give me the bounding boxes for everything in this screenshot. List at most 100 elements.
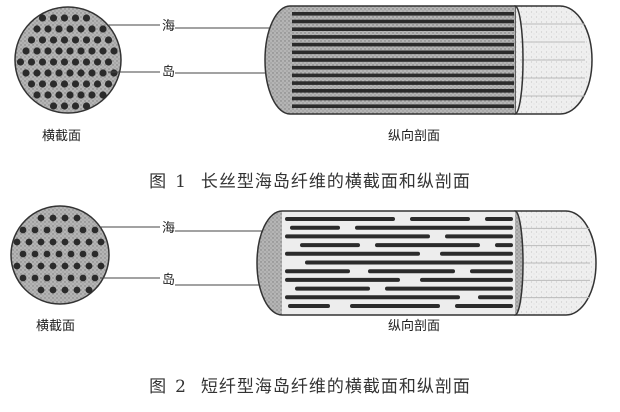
- island-staple: [440, 251, 513, 256]
- island-staple: [385, 286, 513, 291]
- island-staple: [285, 277, 400, 282]
- island-staple: [288, 304, 330, 308]
- island-dot: [44, 91, 52, 99]
- island-dot: [37, 286, 45, 294]
- island-staple: [290, 225, 340, 230]
- cross-section-circle: [14, 6, 122, 114]
- island-dot: [19, 226, 27, 234]
- island-staple: [368, 269, 455, 274]
- island-staple: [285, 269, 350, 274]
- island-dot: [67, 274, 75, 282]
- island-dot: [27, 80, 36, 88]
- island-dot: [49, 286, 57, 294]
- island-filament: [292, 104, 514, 108]
- island-staple: [295, 286, 370, 291]
- island-filament: [292, 50, 514, 55]
- left-end: [256, 210, 283, 316]
- island-dot: [43, 226, 51, 234]
- island-staple: [470, 269, 513, 274]
- island-dot: [19, 250, 27, 258]
- island-dot: [31, 250, 39, 258]
- island-dot: [49, 80, 58, 88]
- island-staple: [300, 243, 360, 248]
- island-dot: [44, 47, 52, 55]
- island-staple-fibers: [285, 217, 513, 308]
- island-staple: [445, 234, 513, 239]
- island-dot: [33, 25, 41, 33]
- island-dot: [93, 58, 102, 66]
- island-dot: [73, 238, 81, 246]
- island-dot: [85, 286, 93, 294]
- island-dot: [88, 69, 96, 77]
- longitudinal-section-label: 纵向剖面: [388, 128, 440, 144]
- caption-text: 长丝型海岛纤维的横截面和纵剖面: [200, 172, 471, 192]
- island-dot: [71, 80, 80, 88]
- cross-section-label: 横截面: [36, 319, 75, 334]
- island-staple: [420, 277, 513, 282]
- island-filament: [292, 35, 514, 39]
- island-dot: [71, 36, 80, 44]
- island-dot: [85, 238, 93, 246]
- island-dot: [79, 226, 87, 234]
- island-dot: [61, 238, 69, 246]
- island-dot: [55, 250, 63, 258]
- island-dot: [49, 36, 58, 44]
- island-dot: [61, 262, 69, 270]
- island-dot: [44, 25, 52, 33]
- island-dot: [97, 262, 105, 270]
- island-dot: [49, 102, 58, 110]
- island-dot: [49, 14, 58, 22]
- island-dot: [71, 58, 80, 66]
- island-staple: [285, 217, 395, 221]
- island-dot: [55, 69, 63, 77]
- island-dot: [37, 214, 45, 222]
- left-end: [264, 5, 291, 115]
- island-filament: [292, 27, 514, 31]
- sea-label: 海: [162, 221, 175, 236]
- island-dot: [77, 69, 85, 77]
- island-dot: [99, 91, 107, 99]
- island-filament: [292, 73, 514, 78]
- island-dot: [60, 36, 69, 44]
- island-dot: [104, 80, 113, 88]
- island-dot: [55, 91, 63, 99]
- island-dot: [44, 69, 52, 77]
- island-staple: [485, 217, 513, 221]
- island-dot: [99, 47, 107, 55]
- island-staple: [495, 243, 513, 248]
- island-dot: [43, 250, 51, 258]
- island-dot: [38, 14, 47, 22]
- caption-text: 短纤型海岛纤维的横截面和纵剖面: [200, 377, 471, 397]
- island-dot: [38, 36, 47, 44]
- cap-stripes: [520, 23, 585, 97]
- island-filament: [292, 81, 514, 85]
- cap-stripes: [520, 227, 590, 299]
- caption-prefix: 图: [149, 377, 168, 397]
- island-dot: [66, 47, 74, 55]
- island-dot: [49, 214, 57, 222]
- island-dot: [27, 36, 36, 44]
- island-filaments: [292, 12, 514, 108]
- figure-1-diagram: 海 岛 横截面 纵向剖面: [14, 5, 593, 144]
- figure-2-diagram: 海 岛 横截面 纵向剖面: [10, 205, 597, 334]
- island-dot: [61, 214, 69, 222]
- island-dot: [19, 274, 27, 282]
- island-filament: [292, 19, 514, 24]
- island-filament: [292, 58, 514, 62]
- island-dot: [55, 226, 63, 234]
- island-dot: [43, 274, 51, 282]
- island-dot: [60, 102, 69, 110]
- longitudinal-section-label: 纵向剖面: [388, 318, 440, 334]
- island-staple: [285, 251, 420, 256]
- island-dot: [66, 69, 74, 77]
- island-dot: [99, 69, 107, 77]
- island-dot: [38, 80, 47, 88]
- island-dot: [22, 69, 30, 77]
- island-dot: [55, 25, 63, 33]
- island-dot: [71, 102, 80, 110]
- island-dot: [82, 80, 91, 88]
- island-filament: [292, 96, 514, 101]
- island-dot: [104, 58, 113, 66]
- island-dot: [88, 25, 96, 33]
- island-dot: [88, 91, 96, 99]
